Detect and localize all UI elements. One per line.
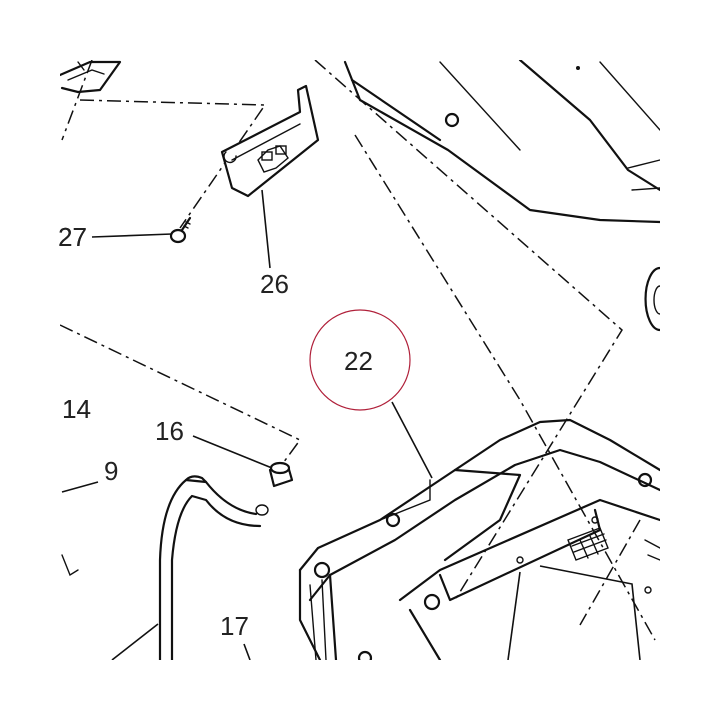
callout-22: 22 bbox=[344, 346, 373, 376]
leader-lines bbox=[61, 189, 641, 661]
callout-26: 26 bbox=[260, 269, 289, 299]
callout-22-highlight-ring bbox=[309, 309, 411, 411]
part-26-clip-bracket bbox=[220, 84, 320, 198]
assembly-lines bbox=[59, 59, 656, 641]
callout-27-overlay: 27 bbox=[58, 222, 87, 252]
part-22-housing bbox=[298, 418, 662, 666]
upper-right-panel bbox=[343, 58, 662, 224]
callout-17: 17 bbox=[220, 611, 249, 641]
callout-27: 27 bbox=[58, 222, 87, 252]
callout-14-overlay: 14 bbox=[62, 394, 91, 424]
upper-left-fragment bbox=[58, 60, 122, 94]
callout-16: 16 bbox=[155, 416, 184, 446]
part-16-bushing bbox=[255, 461, 294, 516]
callout-labels: 27 26 22 14 16 9 17 bbox=[58, 222, 373, 641]
callout-9: 9 bbox=[104, 456, 118, 486]
left-fragments bbox=[61, 554, 79, 577]
housing-grille bbox=[567, 527, 609, 561]
part-27-screw bbox=[169, 216, 192, 244]
right-knob-fragment bbox=[644, 266, 662, 332]
part-17-rod bbox=[158, 475, 262, 662]
callout-14: 14 bbox=[62, 394, 91, 424]
